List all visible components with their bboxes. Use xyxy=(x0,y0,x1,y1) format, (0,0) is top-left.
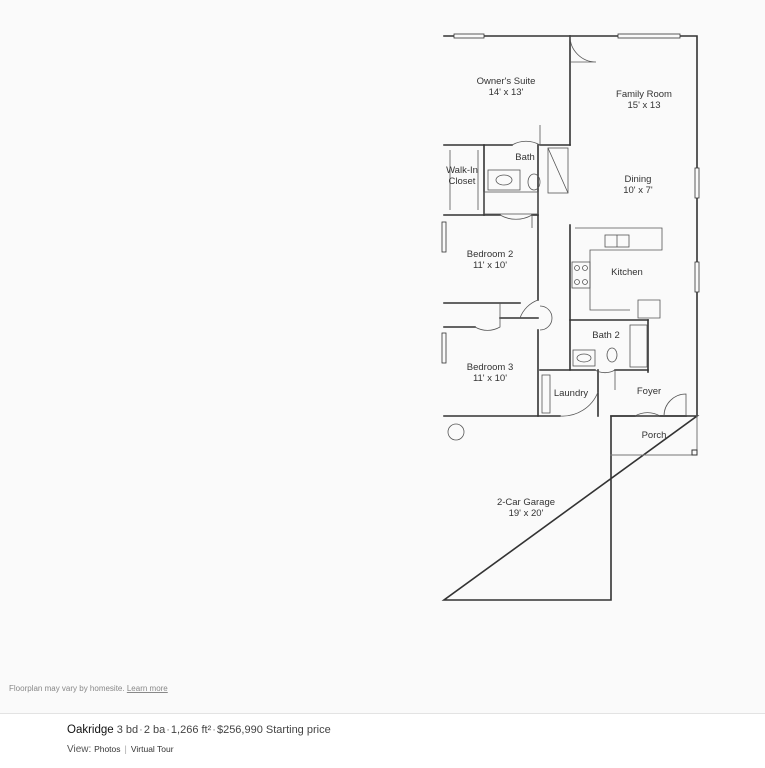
toilet-2 xyxy=(606,347,618,363)
room-label-foyer: Foyer xyxy=(636,386,662,397)
kitchen-counter xyxy=(575,227,663,311)
square-footage: 1,266 ft² xyxy=(170,724,212,736)
room-label-kitchen: Kitchen xyxy=(611,267,643,278)
room-label-bath: Bath xyxy=(515,152,535,163)
separator-dot: · xyxy=(212,724,216,736)
separator-dot: · xyxy=(139,724,143,736)
toilet xyxy=(527,173,541,191)
floorplan-drawing xyxy=(441,33,700,601)
view-separator: | xyxy=(124,744,127,754)
door-swing xyxy=(569,35,597,63)
shower xyxy=(547,147,569,194)
range xyxy=(571,261,591,289)
disclaimer-text: Floorplan may vary by homesite. xyxy=(9,684,125,693)
virtual-tour-link[interactable]: Virtual Tour xyxy=(130,744,174,754)
starting-price: $256,990 Starting price xyxy=(216,724,331,736)
home-summary: Oakridge 3 bd·2 ba·1,266 ft²·$256,990 St… xyxy=(67,724,331,736)
tub xyxy=(629,324,648,368)
learn-more-link[interactable]: Learn more xyxy=(126,684,168,693)
vanity-2 xyxy=(572,349,596,367)
beds-count: 3 bd xyxy=(116,724,139,736)
divider xyxy=(0,713,765,714)
vanity xyxy=(487,169,521,191)
pantry xyxy=(637,299,661,319)
view-options: View: Photos|Virtual Tour xyxy=(67,744,174,755)
view-label: View: xyxy=(67,744,92,755)
floorplan-disclaimer: Floorplan may vary by homesite. Learn mo… xyxy=(9,684,168,693)
room-label-laundry: Laundry xyxy=(553,388,589,399)
separator-dot: · xyxy=(166,724,170,736)
baths-count: 2 ba xyxy=(143,724,166,736)
home-name: Oakridge xyxy=(67,724,114,736)
photos-link[interactable]: Photos xyxy=(94,744,121,754)
water-heater xyxy=(447,423,465,441)
room-label-bath-2: Bath 2 xyxy=(592,330,620,341)
room-label-porch: Porch xyxy=(641,430,667,441)
